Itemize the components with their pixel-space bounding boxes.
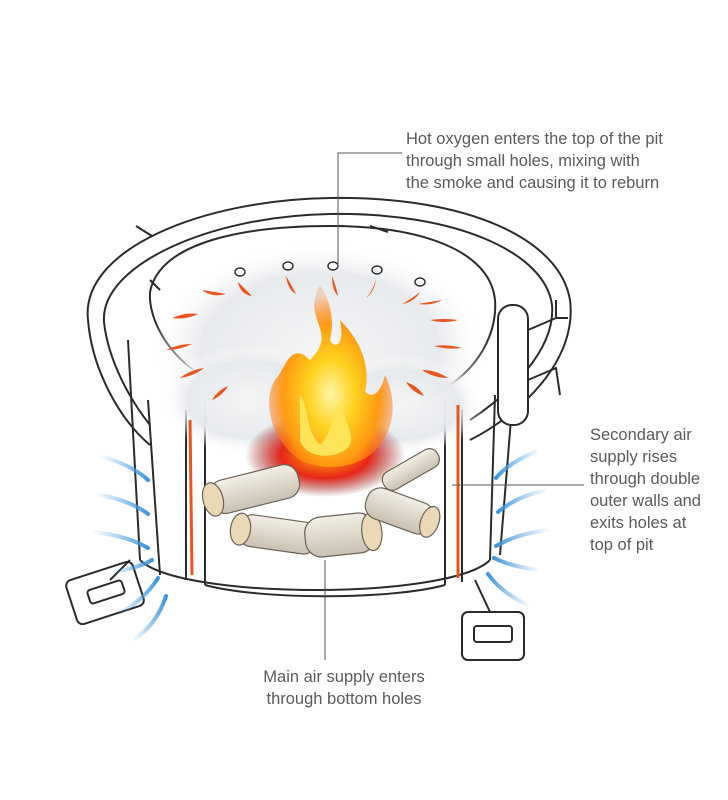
log-icon [364, 487, 441, 538]
side-handle [497, 300, 568, 426]
airflow-arrow-icon [98, 454, 150, 482]
callout-main-air: Main air supply enters through bottom ho… [263, 668, 425, 708]
hot-air-jets [166, 276, 462, 400]
pit-feet [65, 559, 525, 661]
airflow-arrow-icon [494, 448, 542, 480]
airflow-left [90, 454, 168, 642]
airflow-arrow-icon [93, 492, 150, 516]
oxygen-holes [234, 261, 426, 287]
callout-hot-oxygen: Hot oxygen enters the top of the pit thr… [406, 130, 663, 192]
log-icon [201, 464, 301, 517]
wall-air-channels [188, 405, 460, 578]
airflow-arrow-icon [90, 530, 150, 550]
leader-lines [324, 152, 584, 660]
airflow-arrow-icon [492, 556, 542, 572]
airflow-arrow-icon [486, 572, 532, 608]
logs [201, 448, 441, 558]
airflow-arrow-icon [108, 558, 154, 574]
log-icon [381, 448, 441, 491]
flame-icon [268, 285, 393, 467]
airflow-right [486, 448, 552, 608]
leader-top [337, 152, 402, 268]
airflow-arrow-icon [130, 594, 168, 642]
airflow-arrow-icon [114, 576, 160, 617]
log-icon [229, 512, 319, 555]
log-icon [304, 512, 383, 558]
airflow-arrow-icon [496, 488, 550, 514]
airflow-arrow-icon [494, 528, 552, 548]
callout-secondary-air: Secondary air supply rises through doubl… [590, 426, 701, 554]
